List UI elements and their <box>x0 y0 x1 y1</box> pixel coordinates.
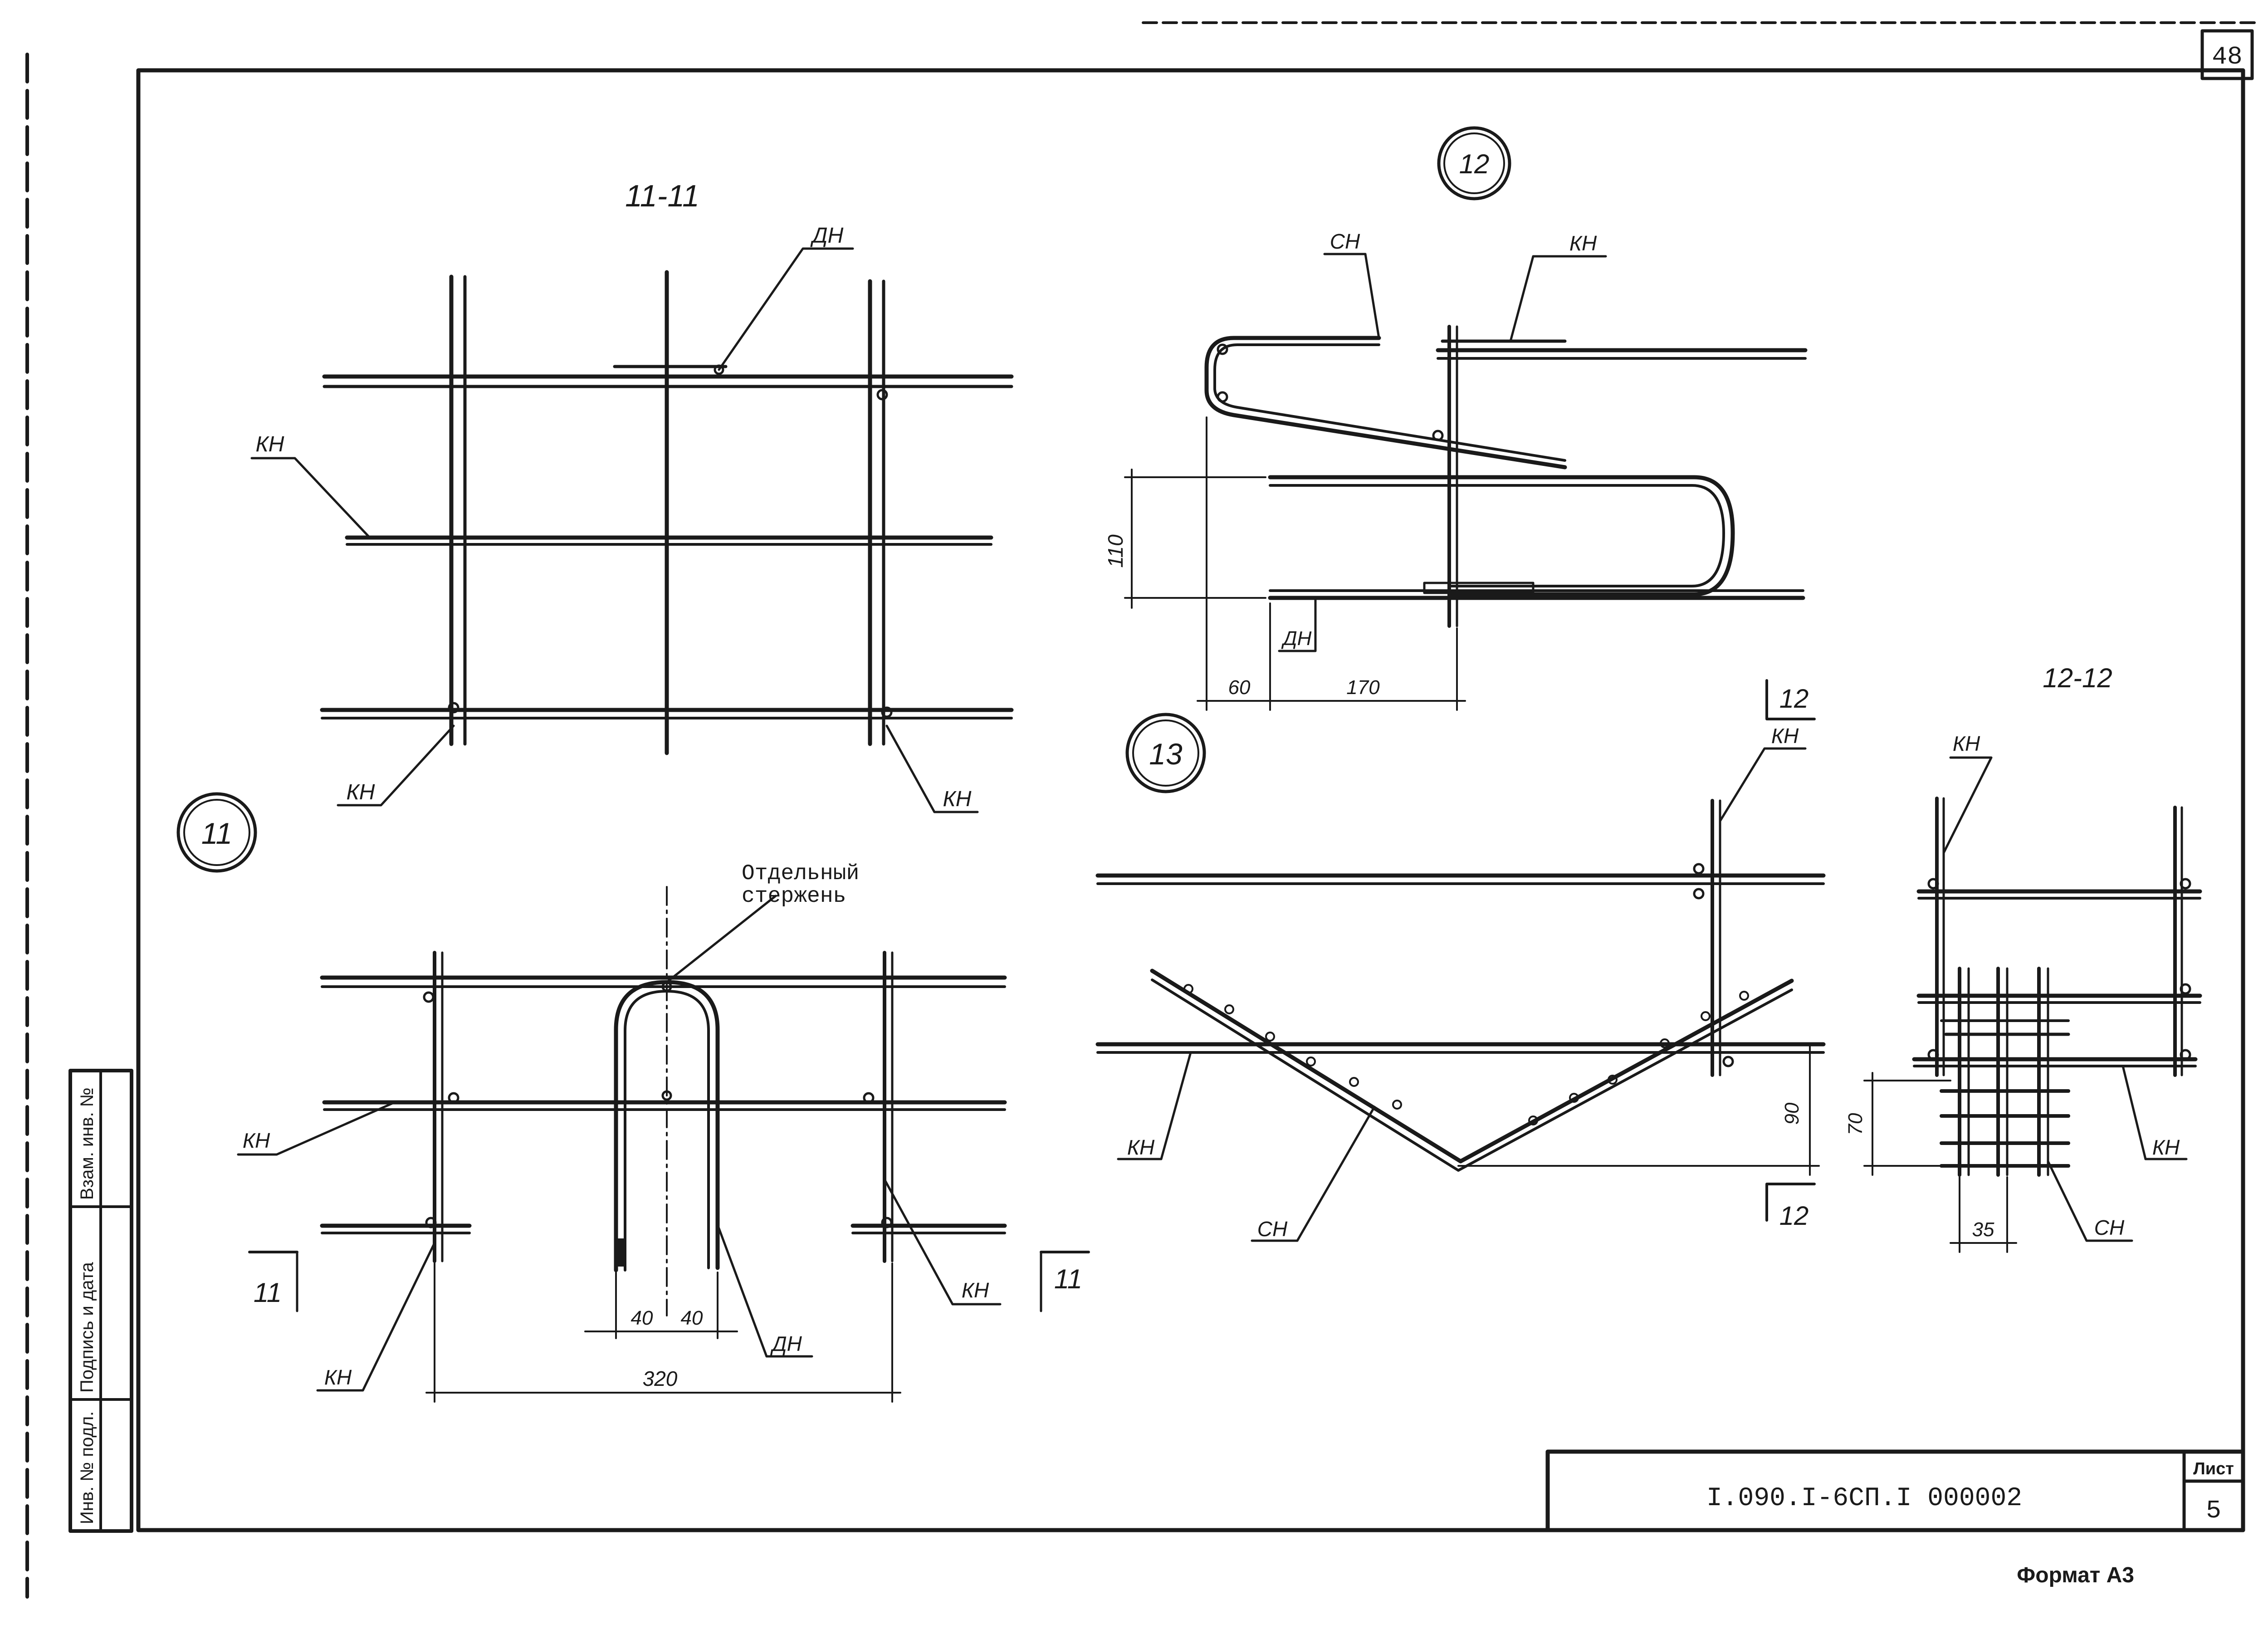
view-11-11-label-kn-left: КН <box>256 432 284 456</box>
title-block <box>1545 1449 2245 1532</box>
view-12-label-sn: СН <box>1330 230 1360 253</box>
view-13-dim-90: 90 <box>1781 1102 1803 1125</box>
view-12-12-dim-70: 70 <box>1844 1113 1867 1135</box>
view-11-dim-40a: 40 <box>631 1307 653 1329</box>
sheet-frame <box>25 21 2260 1599</box>
view-11-dim-320: 320 <box>643 1367 678 1390</box>
stamp-col-1: Инв. № подл. <box>77 1411 97 1524</box>
view-13-label-kn-top: КН <box>1771 724 1799 748</box>
view-12-callout: 12 <box>1459 149 1490 179</box>
view-11-cut-left: 11 <box>254 1277 282 1308</box>
sheet-number: 5 <box>2206 1496 2221 1525</box>
view-12-12 <box>1863 756 2202 1253</box>
view-11-dim-40b: 40 <box>681 1307 703 1329</box>
view-11-label-separate-2: стержень <box>742 884 846 909</box>
stamp-col-3: Взам. инв. № <box>77 1087 97 1200</box>
view-12-label-dn: ДН <box>1281 627 1312 650</box>
view-12-12-dim-35: 35 <box>1972 1218 1994 1241</box>
view-12-12-title: 12-12 <box>2043 663 2112 693</box>
view-12 <box>1124 126 1808 711</box>
view-12-dim-60: 60 <box>1228 676 1251 699</box>
view-12-12-label-kn-right: КН <box>2152 1135 2180 1159</box>
side-stamp <box>68 1069 133 1533</box>
view-11-11-label-kn-bottom-left: КН <box>347 780 375 804</box>
document-code: I.090.I-6СП.I 000002 <box>1706 1484 2022 1513</box>
corner-number: 48 <box>2212 42 2242 71</box>
view-13-callout: 13 <box>1149 737 1183 771</box>
view-13-label-kn-left: КН <box>1127 1135 1155 1159</box>
bar-end-hatch <box>615 1238 626 1267</box>
view-12-dim-110: 110 <box>1104 534 1127 568</box>
view-11-label-kn-bottom: КН <box>324 1365 352 1389</box>
view-12-12-label-kn-top: КН <box>1953 732 1980 755</box>
view-11-label-dn: ДН <box>770 1332 802 1355</box>
view-11-11-label-dn: ДН <box>810 224 844 248</box>
view-11 <box>176 792 1090 1403</box>
view-11-label-separate-1: Отдельный <box>742 861 859 886</box>
view-11-callout: 11 <box>201 817 233 850</box>
view-11-11-label-kn-bottom-right: КН <box>943 787 972 811</box>
view-13-cut-bottom: 12 <box>1779 1201 1809 1231</box>
sheet-label: Лист <box>2193 1459 2234 1478</box>
format-note: Формат А3 <box>2017 1563 2134 1587</box>
view-11-11-title: 11-11 <box>625 179 699 213</box>
view-13-label-sn: СН <box>1257 1217 1288 1241</box>
view-11-label-kn-right: КН <box>962 1278 989 1302</box>
stamp-col-2: Подпись и дата <box>77 1262 97 1393</box>
view-11-11 <box>250 247 1014 813</box>
view-13-cut-top: 12 <box>1779 684 1809 714</box>
view-12-12-label-sn: СН <box>2094 1216 2125 1239</box>
view-11-label-kn-left: КН <box>243 1129 270 1152</box>
view-12-dim-170: 170 <box>1346 676 1380 699</box>
view-11-cut-right: 11 <box>1054 1264 1082 1294</box>
view-13 <box>1095 679 1826 1242</box>
view-12-label-kn: КН <box>1569 231 1597 255</box>
